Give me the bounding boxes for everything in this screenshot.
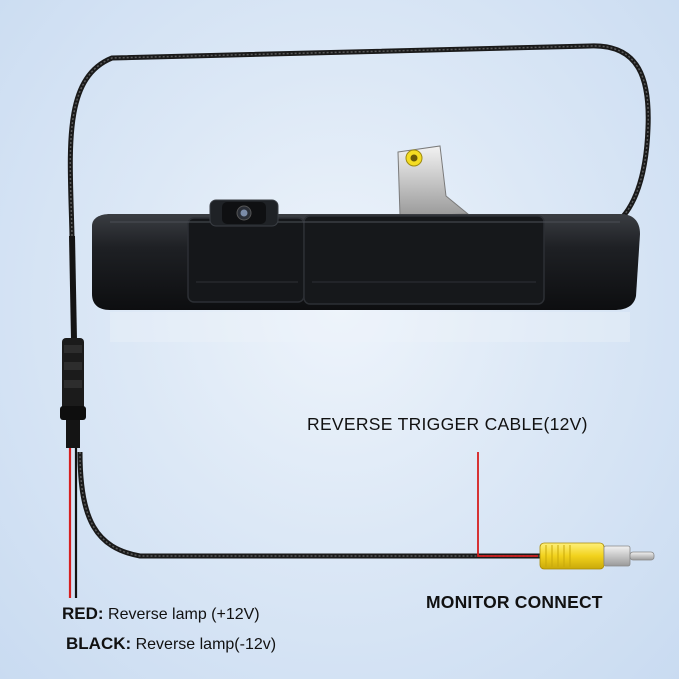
inline-connector [60,338,86,448]
trigger-wire [477,452,538,557]
black-wire-legend: BLACK: Reverse lamp(-12v) [66,634,276,654]
red-wire-key: RED: [62,604,104,623]
black-wire-key: BLACK: [66,634,132,653]
mounting-bracket [397,145,470,217]
upper-cable [67,43,651,237]
black-wire-description: Reverse lamp(-12v) [131,636,277,653]
left-lead-cable [69,235,77,341]
red-wire-legend: RED: Reverse lamp (+12V) [62,604,260,624]
backup-camera-icon [222,202,266,224]
monitor-connect-label: MONITOR CONNECT [426,592,603,612]
rca-connector-icon [539,542,655,570]
red-wire-description: Reverse lamp (+12V) [103,606,260,623]
video-cable [77,451,540,559]
tailgate-handle [92,199,640,310]
reverse-trigger-label: REVERSE TRIGGER CABLE(12V) [307,414,588,434]
